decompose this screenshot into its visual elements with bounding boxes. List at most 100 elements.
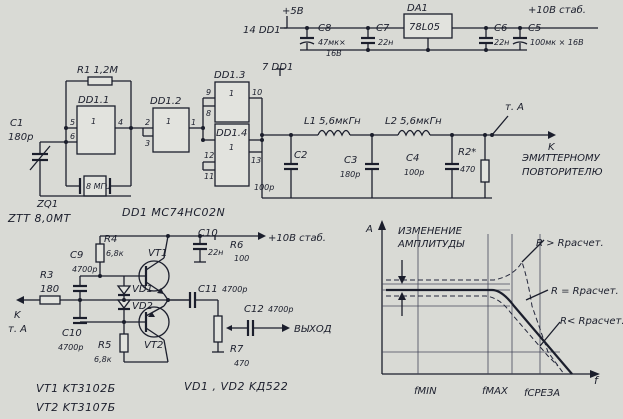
c2-filter-value: 100p [254, 183, 274, 192]
r3-value: 180 [40, 284, 59, 295]
dd1-type: DD1 MC74HC02N [122, 206, 225, 219]
pin-8: 8 [206, 109, 211, 118]
fmin-label: fMIN [414, 386, 437, 397]
amplitude-change-line-1: ИЗМЕНЕНИЕ [398, 226, 463, 237]
dd11-function: 1 [91, 117, 96, 126]
pin-1: 1 [191, 118, 196, 127]
c10-label: C10 [198, 228, 218, 239]
curve-r-equal: R = Rрасчет. [551, 286, 619, 297]
follower-supply-label: +10B стаб. [268, 232, 326, 244]
c12-label: C12 [244, 304, 264, 315]
c9-label: C9 [70, 250, 83, 261]
dd12-label: DD1.2 [150, 96, 181, 107]
c12-value: 4700p [268, 305, 293, 314]
stabilized-output-label: +10B стаб. [528, 4, 586, 16]
fcut-label: fСРЕЗА [524, 388, 560, 399]
c11-label: C11 [198, 284, 218, 295]
r1-label: R1 1,2M [77, 65, 118, 76]
vt2-part: VT2 KT3107Б [36, 401, 116, 414]
diode-part: VD1 , VD2 KД522 [184, 380, 288, 393]
k-label: K [548, 142, 556, 153]
curve-r-greater: R > Rрасчет. [536, 238, 604, 249]
vt1-part: VT1 KT3102Б [36, 382, 116, 395]
r6-label: R6 [230, 240, 243, 251]
fmax-label: fMAX [482, 386, 509, 397]
regulator-type: 78L05 [409, 22, 440, 33]
vd2-label: VD2 [132, 301, 153, 312]
c6-value: 22н [494, 38, 509, 47]
c5-value: 100мк × 16B [530, 38, 584, 47]
c6-label: C6 [494, 23, 507, 34]
c1-value: 180p [8, 132, 33, 143]
note-line-2: ПОВТОРИТЕЛЮ [522, 167, 603, 178]
vt2-label: VT2 [144, 340, 163, 351]
pin-9: 9 [206, 88, 211, 97]
dd12-function: 1 [166, 117, 171, 126]
c7-label: C7 [376, 23, 390, 34]
c3-label: C3 [344, 155, 357, 166]
plus5-label: +5B [282, 6, 304, 17]
pin-6: 6 [70, 132, 75, 141]
pin-5: 5 [70, 118, 75, 127]
pin-11: 11 [204, 172, 214, 181]
c5-label: C5 [528, 23, 541, 34]
amplitude-change-line-2: АМПЛИТУДЫ [397, 239, 465, 250]
r5-value: 6,8к [94, 355, 112, 364]
pin-4: 4 [118, 118, 123, 127]
r4-value: 6,8к [106, 249, 124, 258]
r2-label: R2* [458, 147, 476, 158]
dd13-label: DD1.3 [214, 70, 245, 81]
vt1-label: VT1 [148, 248, 167, 259]
r7-label: R7 [230, 344, 244, 355]
dd1-pin7-label: 7 DD1 [262, 62, 293, 73]
c11-value: 4700p [222, 285, 247, 294]
vd1-label: VD1 [132, 284, 153, 295]
pin-13: 13 [251, 156, 261, 165]
c2-filter-label: C2 [294, 150, 307, 161]
pin-12: 12 [204, 151, 214, 160]
r7-value: 470 [234, 359, 249, 368]
c4-value: 100p [404, 168, 424, 177]
oscillator [29, 76, 264, 197]
l2-label: L2 5,6мкГн [385, 116, 442, 127]
point-a-label: т. A [505, 102, 524, 113]
c3-value: 180p [340, 170, 360, 179]
note-line-1: ЭМИТТЕРНОМУ [521, 153, 601, 164]
dd14-label: DD1.4 [216, 128, 247, 139]
r6-value: 100 [234, 254, 249, 263]
r2-value: 470 [460, 165, 475, 174]
r4-label: R4 [104, 234, 117, 245]
l1-label: L1 5,6мкГн [304, 116, 361, 127]
c8-label: C8 [318, 23, 331, 34]
c8-value: 47мк× [318, 38, 346, 47]
point-a-follower: т. A [8, 324, 27, 335]
c9-value: 4700p [72, 265, 97, 274]
da1-label: DA1 [407, 3, 428, 14]
x-axis-label: f [594, 374, 600, 387]
c10-value: 22н [208, 248, 223, 257]
r3-label: R3 [40, 270, 53, 281]
dd11-label: DD1.1 [78, 95, 109, 106]
zq1-label: ZQ1 [36, 199, 58, 210]
c10-lower-label: C10 [62, 328, 82, 339]
k-follower-label: K [14, 310, 22, 321]
r5-label: R5 [98, 340, 111, 351]
c7-value: 22н [378, 38, 393, 47]
c8-voltage: 16B [326, 49, 342, 58]
dd1-pin14-label: 14 DD1 [243, 25, 281, 36]
curve-r-less: R< Rрасчет. [560, 316, 623, 327]
dd13-function: 1 [229, 89, 234, 98]
c1-label: C1 [10, 118, 23, 129]
amplitude-graph [378, 220, 600, 378]
dd14-function: 1 [229, 143, 234, 152]
c10-lower-value: 4700p [58, 343, 83, 352]
c4-label: C4 [406, 153, 419, 164]
crystal-frequency: 8 МГц [86, 182, 111, 191]
crystal-type: ZTT 8,0MT [7, 212, 71, 225]
pin-2: 2 [145, 118, 150, 127]
power-supply [276, 13, 598, 76]
y-axis-label: A [365, 224, 373, 235]
emitter-follower [16, 232, 290, 363]
